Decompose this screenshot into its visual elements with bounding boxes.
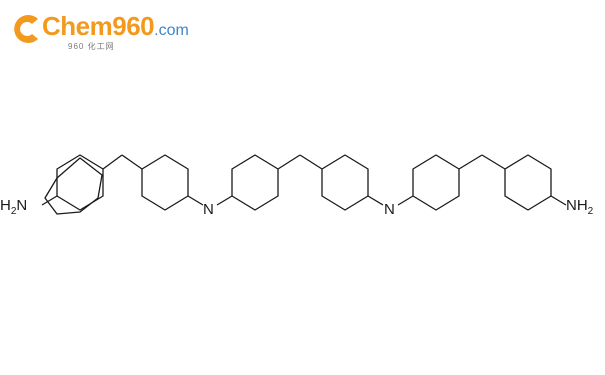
cyclohexane-ring-6 [504, 154, 552, 211]
amine-left-sub: 2 [11, 206, 17, 217]
logo-subtitle: 960 化工网 [68, 42, 115, 51]
bond-ch2c-ring6 [481, 154, 506, 170]
bond-lines [44, 157, 103, 215]
skeleton [41, 154, 567, 211]
logo-brand-text: Chem960.com [42, 12, 189, 45]
bond-ch2a-ring2 [121, 154, 143, 170]
ring-1 [44, 157, 103, 215]
bond-ring2-nh1 [187, 195, 204, 206]
chem960-logo[interactable]: Chem960.com 960 化工网 [8, 10, 189, 54]
logo-brand-tld: .com [154, 22, 189, 39]
amine-right-sub: 2 [588, 206, 594, 217]
amine-left-n: N [16, 197, 27, 214]
bond-ring6-n4 [550, 195, 567, 206]
logo-brand-main: Chem960 [42, 11, 155, 41]
cyclohexane-ring-5 [412, 154, 460, 211]
cyclohexane-ring-4 [321, 154, 369, 211]
cyclohexane-ring-3 [231, 154, 279, 211]
cyclohexane-ring-1 [56, 154, 104, 211]
bond-nh1-ring3 [216, 195, 233, 206]
bond-ring3-ch2b [277, 154, 301, 170]
bond-ring4-nh2 [367, 195, 384, 206]
bond-nh2-ring5 [397, 195, 414, 206]
bond-n1-ring1 [41, 195, 58, 206]
cyclohexane-ring-2 [141, 154, 189, 211]
atom-label-amine-right: NH2 [566, 197, 594, 217]
atom-label-nh-1: N [203, 201, 214, 218]
bond-ch2b-ring4 [299, 154, 323, 170]
atom-label-nh-2: N [384, 201, 395, 218]
logo-c-icon [14, 15, 38, 43]
bond-ring5-ch2c [458, 154, 483, 170]
amine-left-h: H [0, 197, 11, 214]
atom-label-amine-left: H2N [0, 197, 27, 217]
amine-right-nh: NH [566, 197, 588, 214]
bond-ring1-ch2a [102, 154, 123, 170]
